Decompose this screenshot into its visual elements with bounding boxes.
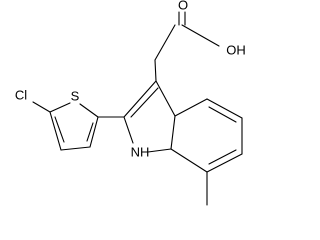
- acetic-acid-group: [154, 11, 220, 82]
- indole-ring-system: [97, 80, 243, 206]
- chemical-structure-diagram: O OH Cl S NH: [15, 0, 246, 206]
- atom-label-carbonyl-oxygen: O: [178, 0, 188, 12]
- atom-label-indole-nh: NH: [131, 144, 150, 159]
- atom-label-chlorine: Cl: [15, 87, 27, 102]
- chlorothiophene-ring: [32, 101, 99, 151]
- atom-label-sulfur: S: [71, 88, 80, 103]
- atom-label-hydroxyl: OH: [226, 42, 246, 57]
